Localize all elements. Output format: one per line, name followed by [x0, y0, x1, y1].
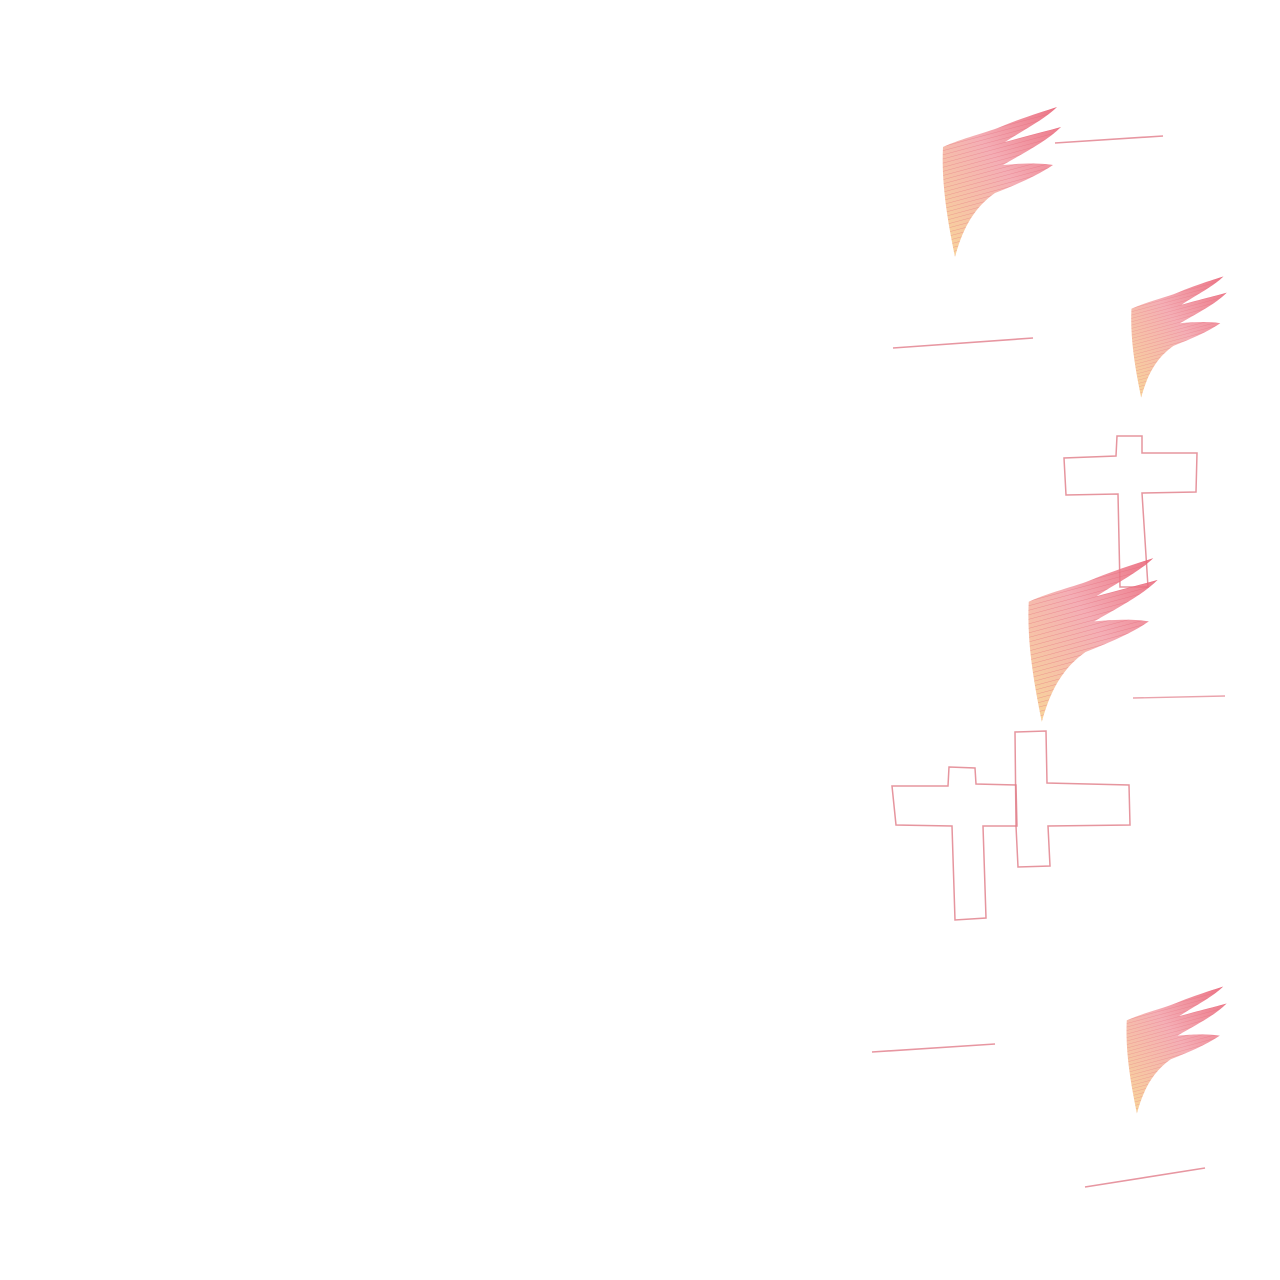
cross-icon — [1063, 435, 1198, 588]
flame-icon — [1131, 276, 1227, 398]
cross-icon — [1014, 730, 1131, 868]
pencil-stroke — [892, 337, 1034, 349]
pencil-stroke — [1054, 135, 1164, 144]
cross-icon — [891, 766, 1018, 921]
flame-icon — [1126, 986, 1227, 1114]
pencil-stroke — [1132, 695, 1226, 699]
flame-icon — [942, 107, 1061, 257]
pencil-stroke — [1084, 1167, 1206, 1188]
pencil-stroke — [871, 1043, 996, 1053]
